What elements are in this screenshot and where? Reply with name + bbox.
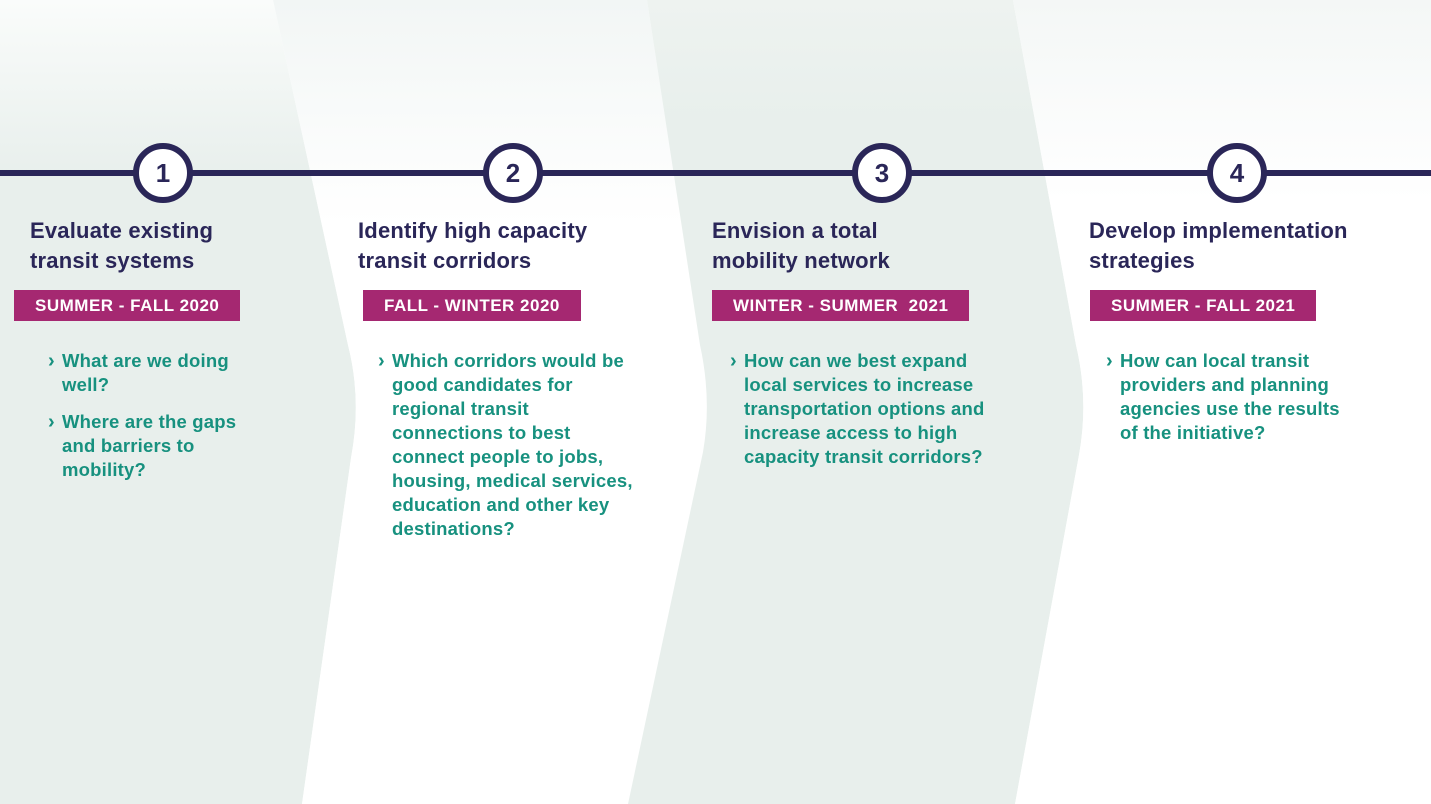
phase-2-bullets: › Which corridors would be good candidat… bbox=[378, 349, 688, 541]
bullet-text: How can local transit providers and plan… bbox=[1120, 350, 1340, 443]
phase-4-number-circle: 4 bbox=[1207, 143, 1267, 203]
background-chevron-band-1 bbox=[0, 0, 356, 804]
bullet-text: What are we doing well? bbox=[62, 350, 229, 395]
bullet-item: › Which corridors would be good candidat… bbox=[378, 349, 688, 541]
phase-4-title: Develop implementation strategies bbox=[1089, 218, 1348, 273]
phase-1-bullets: › What are we doing well? › Where are th… bbox=[48, 349, 298, 482]
bullet-item: › How can local transit providers and pl… bbox=[1106, 349, 1416, 445]
phase-1-number: 1 bbox=[155, 158, 171, 188]
phase-1-number-circle: 1 bbox=[133, 143, 193, 203]
phase-3-number: 3 bbox=[874, 158, 890, 188]
bullet-item: › Where are the gaps and barriers to mob… bbox=[48, 410, 298, 482]
phase-4-bullets: › How can local transit providers and pl… bbox=[1106, 349, 1416, 445]
phase-4-number: 4 bbox=[1229, 158, 1245, 188]
background-chevron-band-2 bbox=[273, 0, 707, 804]
bullet-item: › What are we doing well? bbox=[48, 349, 298, 397]
background-chevron-band-4 bbox=[1013, 0, 1431, 804]
phase-3-bullets: › How can we best expand local services … bbox=[730, 349, 1040, 469]
phase-3-number-circle: 3 bbox=[852, 143, 912, 203]
bullet-item: › How can we best expand local services … bbox=[730, 349, 1040, 469]
phase-1-title: Evaluate existing transit systems bbox=[30, 218, 214, 273]
chevron-right-icon: › bbox=[730, 350, 737, 372]
chevron-right-icon: › bbox=[1106, 350, 1113, 372]
phase-2-number: 2 bbox=[505, 158, 521, 188]
phase-3-date-badge: WINTER - SUMMER 2021 bbox=[712, 290, 970, 321]
chevron-right-icon: › bbox=[48, 411, 55, 433]
phase-3-title: Envision a total mobility network bbox=[712, 218, 890, 273]
background-chevron-band-3 bbox=[628, 0, 1084, 804]
phase-4-date-badge: SUMMER - FALL 2021 bbox=[1090, 290, 1317, 321]
bullet-text: How can we best expand local services to… bbox=[744, 350, 985, 467]
chevron-right-icon: › bbox=[48, 350, 55, 372]
bullet-text: Which corridors would be good candidates… bbox=[392, 350, 633, 539]
bullet-text: Where are the gaps and barriers to mobil… bbox=[62, 411, 237, 480]
phase-2-date-badge: FALL - WINTER 2020 bbox=[363, 290, 581, 321]
timeline-line bbox=[0, 170, 1431, 176]
phase-2-number-circle: 2 bbox=[483, 143, 543, 203]
chevron-right-icon: › bbox=[378, 350, 385, 372]
phase-1-date-badge: SUMMER - FALL 2020 bbox=[14, 290, 241, 321]
phase-2-title: Identify high capacity transit corridors bbox=[358, 218, 588, 273]
